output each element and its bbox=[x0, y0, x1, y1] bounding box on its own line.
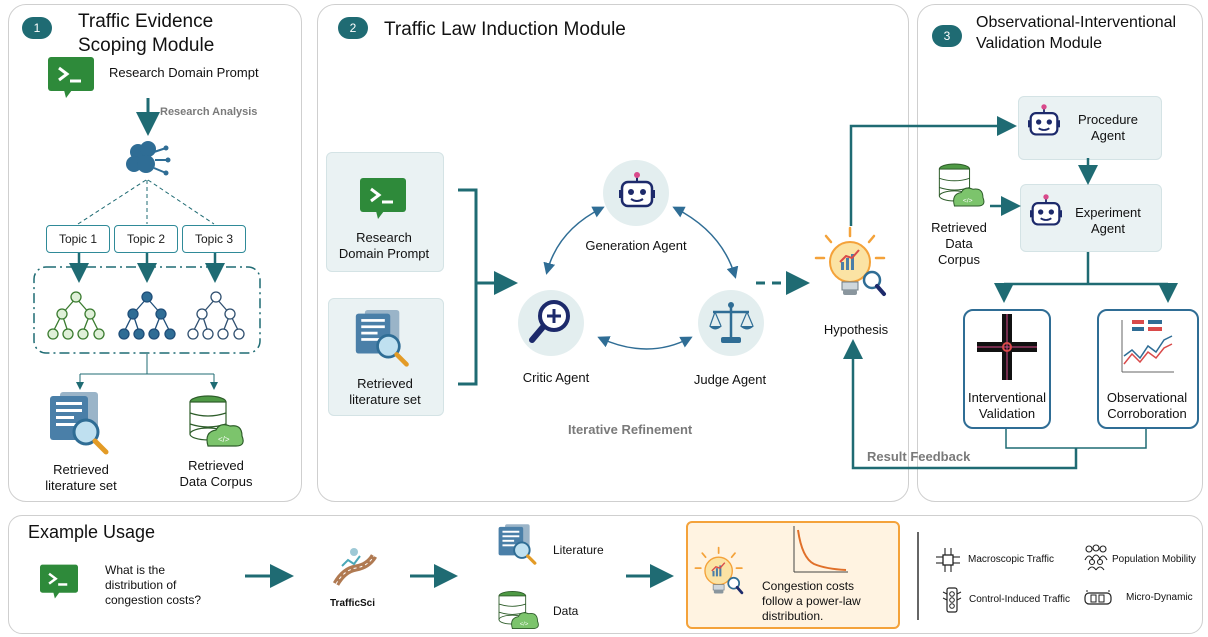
answer-line2: follow a power-law bbox=[762, 594, 861, 608]
research-analysis-label: Research Analysis bbox=[160, 106, 258, 118]
traffic-light-icon bbox=[942, 587, 962, 613]
robot-icon bbox=[1030, 194, 1062, 226]
svg-text:</>: </> bbox=[218, 435, 230, 444]
panel1-data-label-line2: Data Corpus bbox=[179, 474, 253, 489]
lightbulb-chart-icon bbox=[814, 226, 886, 296]
road-logo-icon bbox=[332, 548, 378, 586]
robot-icon bbox=[1028, 104, 1060, 136]
panel2-lit-line1: Retrieved bbox=[357, 376, 413, 391]
circuit-icon bbox=[936, 548, 960, 572]
panel3-number-badge: 3 bbox=[932, 25, 962, 47]
panel1-number-badge: 1 bbox=[22, 17, 52, 39]
judge-agent-label: Judge Agent bbox=[693, 372, 767, 387]
document-search-icon bbox=[355, 310, 409, 367]
question-line1: What is the bbox=[105, 563, 166, 577]
generation-agent-label: Generation Agent bbox=[585, 238, 687, 253]
answer-line1: Congestion costs bbox=[762, 579, 855, 593]
panel2-prompt-line1: Research bbox=[356, 230, 412, 245]
topic-3: Topic 3 bbox=[182, 225, 246, 253]
panel2-number-badge: 2 bbox=[338, 17, 368, 39]
database-icon: </> bbox=[498, 591, 539, 629]
people-icon bbox=[1084, 544, 1108, 571]
critic-agent-label: Critic Agent bbox=[522, 370, 590, 385]
car-icon bbox=[1084, 590, 1112, 605]
experiment-agent-line2: Agent bbox=[1091, 221, 1125, 236]
answer-line3: distribution. bbox=[762, 609, 824, 623]
terminal-icon bbox=[48, 57, 94, 98]
hypothesis-label: Hypothesis bbox=[823, 322, 889, 337]
panel2-prompt-line2: Domain Prompt bbox=[338, 246, 430, 261]
example-title: Example Usage bbox=[28, 522, 156, 542]
svg-text:</>: </> bbox=[520, 622, 529, 628]
panel1-title-line2: Scoping Module bbox=[78, 35, 215, 56]
brain-icon bbox=[126, 141, 171, 176]
interventional-line1: Interventional bbox=[967, 390, 1047, 405]
interventional-line2: Validation bbox=[978, 406, 1036, 421]
intersection-icon bbox=[977, 314, 1037, 380]
question-line2: distribution of bbox=[105, 578, 177, 592]
example-data-label: Data bbox=[553, 604, 579, 618]
result-feedback-label: Result Feedback bbox=[867, 449, 971, 464]
tree-icon bbox=[118, 291, 176, 340]
scale-icon bbox=[709, 302, 754, 343]
line-chart-icon bbox=[1121, 320, 1174, 373]
terminal-icon bbox=[360, 178, 406, 219]
panel3-corpus-line2: Data bbox=[945, 236, 973, 251]
panel3-corpus-line3: Corpus bbox=[938, 252, 980, 267]
panel2-title: Traffic Law Induction Module bbox=[384, 19, 626, 40]
example-literature-label: Literature bbox=[553, 543, 604, 557]
topic-1: Topic 1 bbox=[46, 225, 110, 253]
panel3-title-line1: Observational-Interventional bbox=[976, 14, 1177, 31]
iterative-refinement-label: Iterative Refinement bbox=[568, 422, 693, 437]
document-search-icon bbox=[50, 392, 109, 455]
lightbulb-chart-icon bbox=[694, 546, 744, 595]
legend-macroscopic: Macroscopic Traffic bbox=[968, 554, 1054, 565]
procedure-agent-line2: Agent bbox=[1091, 128, 1125, 143]
document-search-icon bbox=[498, 524, 537, 565]
legend-population: Population Mobility bbox=[1112, 554, 1196, 565]
question-line3: congestion costs? bbox=[105, 593, 202, 607]
tree-icon bbox=[47, 291, 105, 340]
legend-micro: Micro-Dynamic bbox=[1126, 592, 1193, 603]
panel1-lit-label-line2: literature set bbox=[45, 478, 117, 493]
panel3-corpus-line1: Retrieved bbox=[931, 220, 987, 235]
magnifier-plus-icon bbox=[529, 300, 570, 343]
database-icon: </> bbox=[189, 395, 244, 447]
database-icon: </> bbox=[938, 163, 985, 207]
panel1-data-label-line1: Retrieved bbox=[188, 458, 244, 473]
observational-line2: Corroboration bbox=[1107, 406, 1187, 421]
panel1-lit-label-line1: Retrieved bbox=[53, 462, 109, 477]
panel2-lit-line2: literature set bbox=[349, 392, 421, 407]
observational-line1: Observational bbox=[1106, 390, 1188, 405]
trafficsci-logo-label: TrafficSci bbox=[330, 598, 376, 609]
power-law-curve-icon bbox=[793, 526, 848, 573]
robot-icon bbox=[619, 172, 655, 208]
legend-control: Control-Induced Traffic bbox=[969, 594, 1070, 605]
topic-2: Topic 2 bbox=[114, 225, 178, 253]
tree-icon bbox=[187, 291, 245, 340]
panel-example-usage bbox=[8, 515, 1203, 634]
experiment-agent-line1: Experiment bbox=[1075, 205, 1141, 220]
panel1-connectors bbox=[33, 98, 261, 390]
procedure-agent-line1: Procedure bbox=[1078, 112, 1138, 127]
panel1-prompt-label: Research Domain Prompt bbox=[109, 65, 259, 80]
panel1-title-line1: Traffic Evidence bbox=[78, 11, 214, 32]
svg-text:</>: </> bbox=[963, 198, 973, 205]
terminal-icon bbox=[40, 564, 78, 599]
panel3-title-line2: Validation Module bbox=[976, 35, 1103, 52]
